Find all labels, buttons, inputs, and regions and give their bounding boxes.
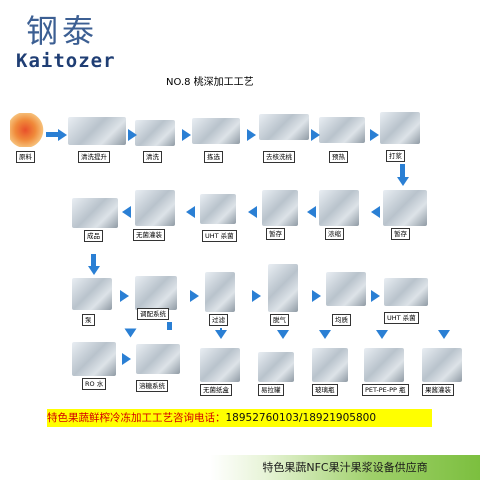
brand-logo-chinese: 钢泰 [26, 12, 99, 50]
arrow-down [319, 330, 331, 339]
arrow-right [371, 290, 380, 302]
step-label: UHT 杀菌 [384, 312, 419, 324]
step-label: 脱气 [270, 314, 289, 326]
ro-water-system-image [72, 342, 116, 376]
step-label: 调配系统 [137, 308, 169, 320]
washer-image [135, 120, 175, 146]
step-label: UHT 杀菌 [202, 230, 237, 242]
step-label: 浓缩 [325, 228, 344, 240]
arrow-up [124, 328, 137, 338]
arrow-shaft [91, 254, 96, 268]
jam-filler-image [422, 348, 462, 382]
homogenizer-image [326, 272, 366, 306]
blending-tanks-image [135, 276, 177, 310]
arrow-right [120, 290, 129, 302]
step-label: 果酱灌装 [422, 384, 454, 396]
can-filler-image [258, 352, 294, 382]
arrow-right [182, 129, 191, 141]
arrow-down [215, 330, 227, 339]
arrow-down [376, 330, 388, 339]
step-label: 暂存 [266, 228, 285, 240]
arrow-down [277, 330, 289, 339]
arrow-left [248, 206, 257, 218]
contact-line: 特色果蔬鲜榨冷冻加工工艺咨询电话：18952760103/18921905800 [47, 409, 432, 427]
evaporator-image [319, 190, 359, 226]
bottle-filler-image [312, 348, 348, 382]
step-label: 易拉罐 [258, 384, 284, 396]
step-label: 无菌纸盒 [200, 384, 232, 396]
wash-lift-machine-image [68, 117, 126, 145]
drums-image [72, 198, 118, 228]
step-label: 清洗 [143, 151, 162, 163]
arrow-down [438, 330, 450, 339]
arrow-shaft [400, 164, 405, 178]
arrow-right [252, 290, 261, 302]
sugar-tank-image [136, 344, 180, 374]
step-label: 去核洗桃 [263, 151, 295, 163]
arrow-right [128, 129, 137, 141]
tank-image [262, 190, 298, 226]
arrow-left [186, 206, 195, 218]
arrow-down [88, 266, 100, 275]
uht-machine-image [384, 278, 428, 306]
step-label: 均质 [332, 314, 351, 326]
arrow-left [122, 206, 131, 218]
arrow-shaft [46, 132, 60, 137]
peach-image [10, 113, 44, 147]
arrow-right [190, 290, 199, 302]
step-label: 清洗提升 [78, 151, 110, 163]
pet-filler-image [364, 348, 404, 382]
deaerator-image [268, 264, 298, 312]
carton-filler-image [200, 348, 240, 382]
step-label: PET-PE-PP 瓶 [362, 384, 409, 396]
pulper-image [380, 112, 420, 144]
step-label: 泵 [82, 314, 95, 326]
arrow-shaft [167, 322, 172, 330]
sorting-table-image [192, 118, 240, 144]
tank-image [383, 190, 427, 226]
contact-phone: 18952760103/18921905800 [225, 412, 377, 424]
arrow-right [58, 129, 67, 141]
step-label: 过滤 [209, 314, 228, 326]
diagram-title: NO.8 桃深加工工艺 [166, 77, 254, 88]
arrow-right [312, 290, 321, 302]
step-label: RO 水 [82, 378, 107, 390]
step-label: 打浆 [386, 150, 405, 162]
step-label: 成品 [84, 230, 103, 242]
step-label: 无菌灌装 [133, 229, 165, 241]
contact-label: 特色果蔬鲜榨冷冻加工工艺咨询电话： [47, 412, 226, 424]
step-label: 预热 [329, 151, 348, 163]
supplier-banner: 特色果蔬NFC果汁果浆设备供应商 [210, 455, 480, 480]
arrow-left [371, 206, 380, 218]
arrow-right [122, 353, 131, 365]
step-label: 拣选 [204, 151, 223, 163]
step-label: 原料 [16, 151, 35, 163]
arrow-right [311, 129, 320, 141]
step-label: 暂存 [391, 228, 410, 240]
pitting-machine-image [259, 114, 309, 140]
arrow-right [247, 129, 256, 141]
preheater-image [319, 117, 365, 143]
arrow-left [307, 206, 316, 218]
step-label: 玻璃瓶 [312, 384, 338, 396]
pump-image [72, 278, 112, 310]
arrow-right [370, 129, 379, 141]
arrow-down [397, 177, 409, 186]
step-label: 溶糖系统 [136, 380, 168, 392]
brand-logo-english: Kaitozer [16, 50, 116, 72]
uht-machine-image [200, 194, 236, 224]
aseptic-filler-image [135, 190, 175, 226]
filter-image [205, 272, 235, 312]
